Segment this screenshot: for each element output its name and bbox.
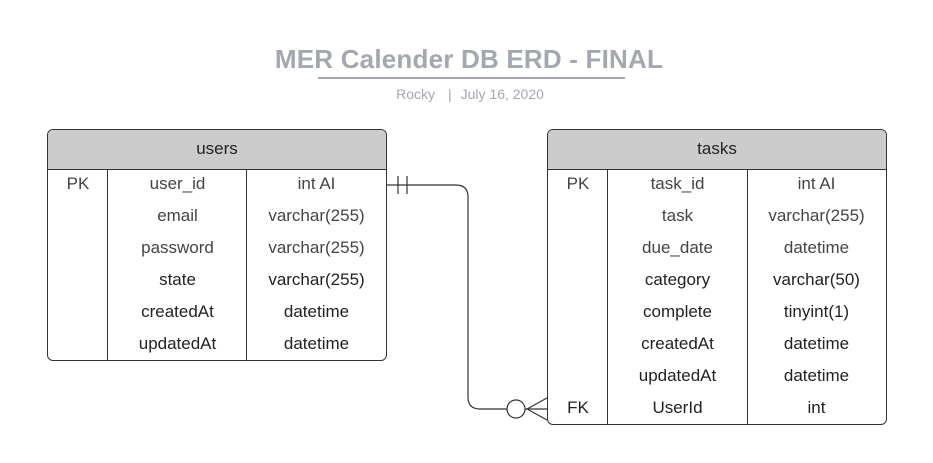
table-row[interactable]: due_date datetime xyxy=(548,234,886,266)
table-row[interactable]: password varchar(255) xyxy=(48,234,386,266)
field-type-cell: datetime xyxy=(783,334,850,353)
field-type-cell: int AI xyxy=(297,174,336,193)
field-name-cell: category xyxy=(644,270,711,289)
entity-users-header[interactable]: users xyxy=(48,130,386,170)
field-name-cell: task_id xyxy=(650,174,705,193)
entity-tasks-body: PK task_id int AI task varchar(255) due_… xyxy=(548,170,886,424)
author-label: Rocky xyxy=(396,86,435,102)
diagram-title: MER Calender DB ERD - FINAL xyxy=(274,44,664,74)
key-cell: PK xyxy=(566,174,590,193)
date-label: July 16, 2020 xyxy=(460,86,544,102)
field-type-cell: varchar(255) xyxy=(268,270,365,289)
field-name-cell: password xyxy=(141,238,214,257)
field-type-cell: varchar(50) xyxy=(773,270,860,289)
entity-tasks-header[interactable]: tasks xyxy=(548,130,886,170)
table-row[interactable]: FK UserId int xyxy=(548,394,886,424)
table-row[interactable]: complete tinyint(1) xyxy=(548,298,886,330)
field-name-cell: updatedAt xyxy=(138,334,217,353)
diagram-subtitle: Rocky | July 16, 2020 xyxy=(0,86,933,102)
field-name-cell: complete xyxy=(643,302,712,321)
field-name-cell: createdAt xyxy=(141,302,214,321)
column-divider xyxy=(607,170,608,424)
field-type-cell: varchar(255) xyxy=(768,206,865,225)
entity-users[interactable]: users PK user_id int AI email varchar(25… xyxy=(47,129,387,361)
table-row[interactable]: task varchar(255) xyxy=(548,202,886,234)
field-name-cell: UserId xyxy=(652,398,703,417)
column-divider xyxy=(246,170,247,360)
table-row[interactable]: category varchar(50) xyxy=(548,266,886,298)
crowfoot-prong xyxy=(526,397,548,410)
relationship-line[interactable] xyxy=(387,184,547,410)
field-type-cell: int AI xyxy=(797,174,836,193)
table-row[interactable]: PK user_id int AI xyxy=(48,170,386,202)
table-row[interactable]: updatedAt datetime xyxy=(548,362,886,394)
table-row[interactable]: createdAt datetime xyxy=(548,330,886,362)
table-row[interactable]: createdAt datetime xyxy=(48,298,386,330)
field-type-cell: int xyxy=(807,398,826,417)
field-type-cell: datetime xyxy=(283,334,350,353)
entity-users-body: PK user_id int AI email varchar(255) pas… xyxy=(48,170,386,360)
table-row[interactable]: state varchar(255) xyxy=(48,266,386,298)
field-name-cell: state xyxy=(159,270,196,289)
field-type-cell: tinyint(1) xyxy=(783,302,850,321)
zero-cardinality-circle xyxy=(506,399,526,419)
table-row[interactable]: PK task_id int AI xyxy=(548,170,886,202)
field-name-cell: updatedAt xyxy=(638,366,717,385)
field-type-cell: datetime xyxy=(283,302,350,321)
entity-tasks[interactable]: tasks PK task_id int AI task varchar(255… xyxy=(547,129,887,425)
crowfoot-prong xyxy=(526,408,548,421)
key-cell: FK xyxy=(567,398,589,417)
field-type-cell: datetime xyxy=(783,238,850,257)
column-divider xyxy=(107,170,108,360)
field-name-cell: user_id xyxy=(149,174,206,193)
column-divider xyxy=(747,170,748,424)
field-type-cell: varchar(255) xyxy=(268,238,365,257)
subtitle-separator: | xyxy=(447,86,452,102)
title-underline xyxy=(318,77,625,79)
field-name-cell: due_date xyxy=(642,238,713,257)
field-type-cell: datetime xyxy=(783,366,850,385)
field-type-cell: varchar(255) xyxy=(268,206,365,225)
table-row[interactable]: updatedAt datetime xyxy=(48,330,386,360)
field-name-cell: task xyxy=(661,206,694,225)
table-row[interactable]: email varchar(255) xyxy=(48,202,386,234)
field-name-cell: email xyxy=(157,206,198,225)
key-cell: PK xyxy=(66,174,90,193)
field-name-cell: createdAt xyxy=(641,334,714,353)
